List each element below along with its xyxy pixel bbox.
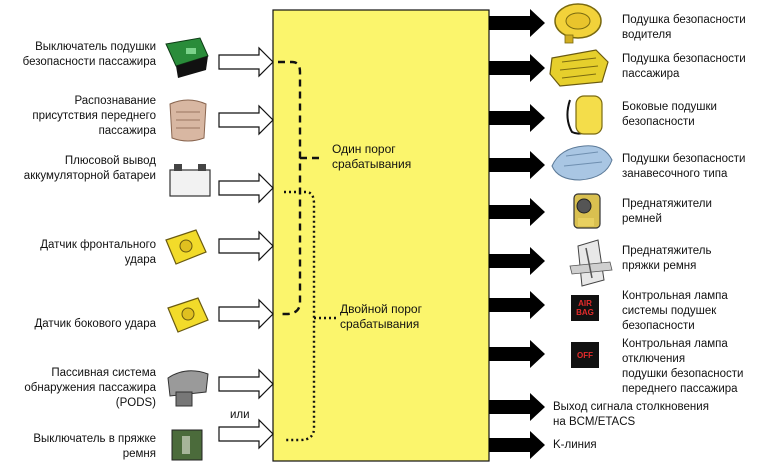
input-label: Распознавание присутствия переднего пасс… (32, 95, 156, 137)
input-arrow (218, 368, 274, 400)
input-label: Выключатель в пряжке ремня (33, 433, 156, 460)
input-arrow (218, 172, 274, 204)
output-label: Контрольная лампа отключения подушки без… (622, 338, 744, 395)
or-label: или (230, 409, 250, 421)
battery-icon (169, 164, 211, 197)
driver-airbag-icon (554, 3, 602, 44)
output-arrow (489, 9, 545, 37)
single-threshold-bracket (278, 60, 322, 316)
input-arrows (218, 46, 274, 450)
off-lamp-text: OFF (577, 350, 593, 360)
input-label: Датчик бокового удара (34, 318, 156, 330)
output-label: Подушка безопасности пассажира (622, 53, 746, 80)
output-arrow (489, 291, 545, 319)
input-label: Датчик фронтального удара (40, 239, 156, 266)
output-arrow (489, 393, 545, 421)
output-arrow (489, 104, 545, 132)
output-label: Преднатяжители ремней (622, 198, 712, 225)
input-label: Плюсовой вывод аккумуляторной батареи (23, 155, 156, 182)
output-label: Преднатяжитель пряжки ремня (622, 245, 712, 272)
output-label: Контрольная лампа системы подушек безопа… (622, 290, 728, 332)
output-label: Подушки безопасности занавесочного типа (622, 153, 746, 180)
output-label: Выход сигнала столкновения на BCM/ETACS (553, 401, 709, 428)
side-impact-sensor-icon (167, 297, 209, 333)
output-arrow (489, 54, 545, 82)
srs-ecu-block (272, 9, 490, 462)
double-threshold-bracket (284, 190, 336, 442)
pretensioner-icon (573, 193, 601, 229)
buckle-switch-icon (171, 429, 203, 461)
passenger-airbag-icon (549, 49, 609, 87)
output-arrow (489, 151, 545, 179)
output-arrow (489, 247, 545, 275)
curtain-airbag-icon (551, 145, 613, 181)
buckle-pretensioner-icon (569, 239, 613, 287)
double-threshold-label: Двойной порог срабатывания (340, 302, 422, 331)
output-label: K-линия (553, 439, 597, 451)
input-arrow (218, 104, 274, 136)
input-label: Выключатель подушки безопасности пассажи… (22, 41, 156, 68)
output-arrows (489, 9, 545, 459)
input-label: Пассивная система обнаружения пассажира … (24, 367, 156, 409)
output-label: Подушка безопасности водителя (622, 14, 746, 41)
output-arrow (489, 431, 545, 459)
pods-sensor-icon (167, 370, 209, 407)
front-impact-sensor-icon (165, 229, 207, 265)
airbag-warning-lamp-icon (571, 295, 599, 321)
input-arrow (218, 298, 274, 330)
seat-sensor-icon (169, 99, 207, 142)
input-arrow (218, 230, 274, 262)
input-arrow (218, 46, 274, 78)
output-arrow (489, 340, 545, 368)
airbag-switch-icon (165, 37, 209, 78)
single-threshold-label: Один порог срабатывания (332, 142, 412, 171)
output-arrow (489, 198, 545, 226)
passenger-airbag-off-lamp-icon (571, 342, 599, 368)
side-airbag-icon (566, 95, 603, 135)
input-arrow (218, 418, 274, 450)
output-label: Боковые подушки безопасности (622, 101, 717, 128)
airbag-lamp-text: AIR BAG (576, 299, 594, 317)
